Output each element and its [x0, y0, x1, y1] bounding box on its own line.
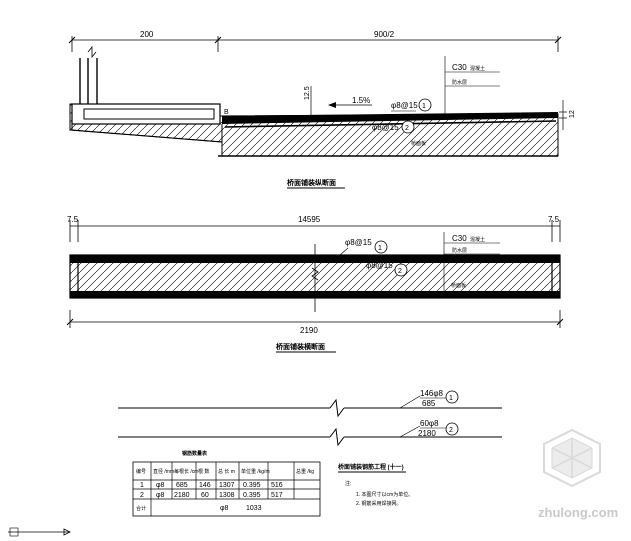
watermark-text: zhulong.com [538, 505, 618, 520]
bar1-label-s2: φ8@15 [345, 238, 372, 247]
dim-200: 200 [140, 30, 154, 39]
cell-r2-dia: φ8 [156, 492, 165, 499]
th-count: 根 数 [198, 468, 209, 475]
cell-r2-total-len: 1308 [219, 492, 235, 499]
dim-7-5-right: 7.5 [548, 215, 560, 224]
longitudinal-section: 200 900/2 B 12.5 1.5% φ8@15 1 [68, 30, 576, 189]
layer-callout-s1: 防水层 [452, 79, 467, 86]
cell-r1-no: 1 [140, 482, 144, 489]
bar2-num-s2: 2 [398, 268, 402, 275]
cell-total-value: 1033 [246, 505, 262, 512]
cell-total-dia: φ8 [220, 505, 229, 512]
base-callout-s1: 桥面板 [411, 140, 426, 147]
cell-r1-total-wt: 516 [271, 482, 283, 489]
bar1-num: 1 [449, 395, 453, 402]
th-unit-wt: 单位重 /kg/m [241, 468, 270, 475]
watermark-logo [543, 428, 601, 488]
dim-14595: 14595 [298, 215, 321, 224]
table-title: 钢筋数量表 [182, 450, 208, 457]
bar1-marker-s2 [374, 240, 388, 254]
cell-r1-dia: φ8 [156, 482, 165, 489]
section2-title: 桥面铺装横断面 [276, 342, 325, 351]
concrete-suffix-s1: 混凝土 [470, 65, 485, 72]
th-total-wt: 总重 /kg [296, 468, 314, 475]
note-2: 2. 钢筋采用焊接网。 [356, 500, 402, 507]
bar2-marker [445, 422, 459, 436]
cell-total-label: 合计 [136, 505, 146, 512]
dim-2190: 2190 [300, 326, 318, 335]
bar2-num-s1: 2 [405, 125, 409, 132]
bar2-marker-s1 [401, 120, 415, 134]
bar2-label-s1: φ8@15 [372, 123, 399, 132]
cell-r2-total-wt: 517 [271, 492, 283, 499]
concrete-callout-s2: C30 [452, 234, 467, 243]
section1-title: 桥面铺装纵断面 [287, 178, 336, 187]
mark-b: B [224, 109, 229, 116]
cell-r1-unit-wt: 0.395 [243, 482, 261, 489]
bar1-length: 685 [422, 399, 436, 408]
rebar-quantity-table: 钢筋数量表 编号 直径 /mm 每根长 /cm 根 数 总 长 m 单位重 /k… [132, 450, 321, 517]
bar2-label-s2: φ8@15 [366, 261, 393, 270]
bar1-num-s1: 1 [422, 103, 426, 110]
bar1-marker [445, 390, 459, 404]
bar2-num: 2 [449, 427, 453, 434]
note-1: 1. 本图尺寸以cm为单位。 [356, 491, 413, 498]
notes-heading: 注: [345, 480, 351, 487]
bar1-marker-s1 [418, 98, 432, 112]
notes: 桥面铺装钢筋工程 (十一) 注: 1. 本图尺寸以cm为单位。 2. 钢筋采用焊… [338, 463, 413, 507]
concrete-suffix-s2: 混凝土 [470, 236, 485, 243]
rebar-shapes: 146φ8 685 1 60φ8 2180 2 [118, 389, 502, 447]
notes-title: 桥面铺装钢筋工程 (十一) [338, 463, 404, 471]
bar2-length: 2180 [418, 429, 436, 438]
dim-900-2: 900/2 [374, 30, 395, 39]
layer-callout-s2: 防水层 [452, 247, 467, 254]
cell-r1-total-len: 1307 [219, 482, 235, 489]
cell-r2-len: 2180 [174, 492, 190, 499]
bar2-marker-s2 [394, 263, 408, 277]
cell-r1-count: 146 [199, 482, 211, 489]
bar1-count: 146φ8 [420, 389, 444, 398]
th-no: 编号 [136, 468, 146, 475]
dim-thk-right: 12 [569, 110, 576, 118]
ucs-axis-icon [8, 527, 71, 537]
concrete-callout-s1: C30 [452, 63, 467, 72]
slope-label: 1.5% [352, 96, 370, 105]
bar2-count: 60φ8 [420, 419, 439, 428]
th-total-len: 总 长 m [218, 468, 235, 475]
base-callout-s2: 桥面板 [451, 282, 466, 289]
dim-12-5: 12.5 [304, 86, 311, 100]
cell-r2-unit-wt: 0.395 [243, 492, 261, 499]
bar1-label-s1: φ8@15 [391, 101, 418, 110]
bar1-num-s2: 1 [378, 245, 382, 252]
cell-r1-len: 685 [176, 482, 188, 489]
th-len: 每根长 /cm [174, 468, 198, 475]
dim-7-5-left: 7.5 [67, 215, 79, 224]
cell-r2-count: 60 [201, 492, 209, 499]
th-dia: 直径 /mm [153, 468, 174, 475]
cell-r2-no: 2 [140, 492, 144, 499]
transverse-section: 7.5 14595 7.5 φ8@15 1 φ8@15 2 C30 混凝土 防水… [66, 215, 564, 353]
